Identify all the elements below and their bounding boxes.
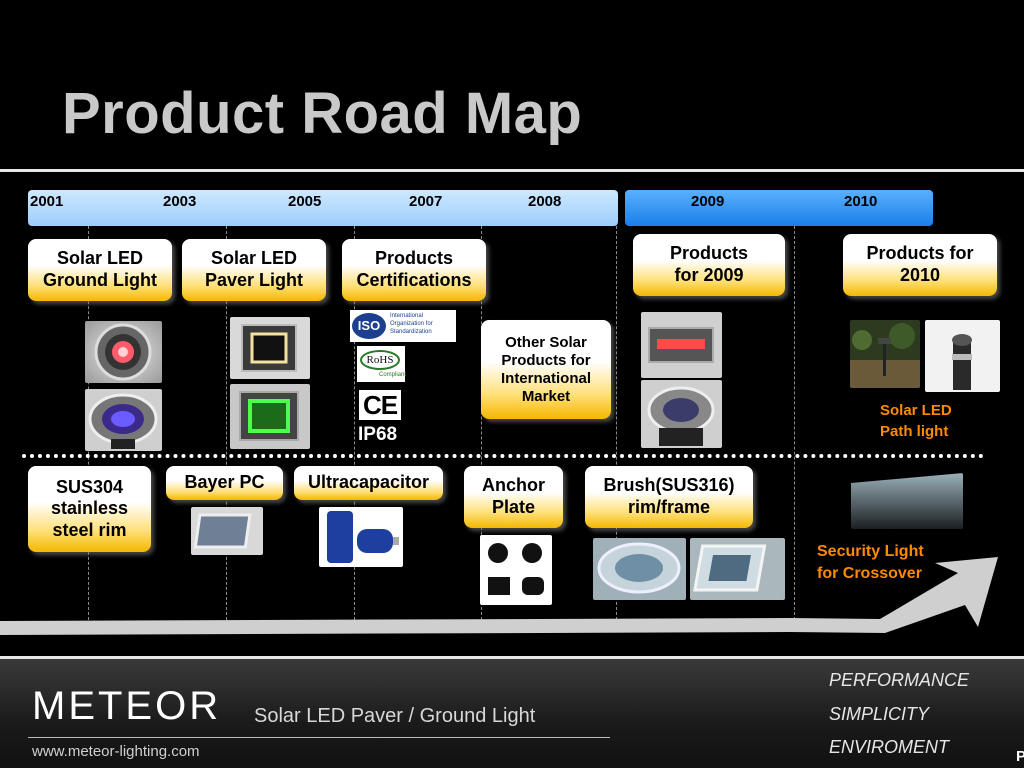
box-products-2010: Products for 2010	[843, 234, 997, 296]
year-2007: 2007	[409, 193, 443, 210]
iso-text: International Organization for Standardi…	[390, 313, 433, 335]
ground-light-blue-image	[85, 389, 162, 451]
year-2009: 2009	[691, 193, 725, 210]
column-divider	[616, 226, 617, 620]
ce-mark: CE	[359, 390, 401, 420]
footer-subtitle: Solar LED Paver / Ground Light	[254, 705, 536, 727]
paver-light-green-image	[230, 384, 310, 449]
iso-logo: ISO International Organization for Stand…	[350, 310, 456, 342]
row-divider	[22, 454, 984, 458]
roadmap-arrow	[0, 557, 998, 635]
rohs-subtext: Compliant	[379, 372, 407, 378]
box-bayer-pc: Bayer PC	[166, 466, 283, 500]
path-light-bollard-image	[925, 320, 1000, 392]
year-2003: 2003	[163, 193, 197, 210]
footer	[0, 659, 1024, 768]
security-light-caption: Security Light for Crossover	[817, 543, 924, 583]
year-2010: 2010	[844, 193, 878, 210]
box-ground-light: Solar LED Ground Light	[28, 239, 172, 301]
ultracapacitor-image	[319, 507, 403, 567]
rohs-badge: RoHS	[360, 350, 400, 370]
column-divider	[226, 226, 227, 620]
page-marker: P	[1016, 748, 1024, 765]
iso-badge: ISO	[352, 313, 386, 339]
path-light-caption: Solar LED Path light	[880, 402, 952, 440]
box-brush: Brush(SUS316) rim/frame	[585, 466, 753, 528]
footer-url[interactable]: www.meteor-lighting.com	[32, 743, 200, 760]
column-divider	[794, 226, 795, 620]
year-2001: 2001	[30, 193, 64, 210]
path-light-garden-image	[850, 320, 920, 388]
meteor-logo: METEOR	[32, 684, 222, 728]
ip68-label: IP68	[358, 424, 398, 445]
year-2008: 2008	[528, 193, 562, 210]
box-certifications: Products Certifications	[342, 239, 486, 301]
timeline-bar-future	[625, 190, 933, 226]
title-divider	[0, 169, 1024, 172]
year-2005: 2005	[288, 193, 322, 210]
rohs-logo: RoHS Compliant	[357, 346, 407, 382]
column-divider	[354, 226, 355, 620]
tagline-environment: ENVIROMENT	[829, 737, 950, 757]
footer-underline	[28, 737, 610, 738]
box-ultracapacitor: Ultracapacitor	[294, 466, 443, 500]
box-anchor-plate: Anchor Plate	[464, 466, 563, 528]
anchor-plate-image	[480, 535, 552, 605]
page-title: Product Road Map	[62, 81, 583, 146]
brush-rim-round-image	[593, 538, 686, 600]
column-divider	[481, 226, 482, 620]
box-sus304: SUS304 stainless steel rim	[28, 466, 151, 552]
ground-light-red-image	[85, 321, 162, 383]
paver-light-yellow-image	[230, 317, 310, 379]
tagline-simplicity: SIMPLICITY	[829, 704, 930, 724]
box-products-2009: Products for 2009	[633, 234, 785, 296]
box-other-solar: Other Solar Products for International M…	[481, 320, 611, 419]
timeline-bar-past	[28, 190, 618, 226]
ground-light-2009-image	[641, 380, 722, 448]
security-light-image	[851, 473, 963, 529]
bayer-pc-image	[191, 507, 263, 555]
tagline-performance: PERFORMANCE	[829, 670, 970, 690]
brush-frame-square-image	[690, 538, 785, 600]
box-paver-light: Solar LED Paver Light	[182, 239, 326, 301]
paver-light-red-2009-image	[641, 312, 722, 378]
footer-divider	[0, 656, 1024, 659]
